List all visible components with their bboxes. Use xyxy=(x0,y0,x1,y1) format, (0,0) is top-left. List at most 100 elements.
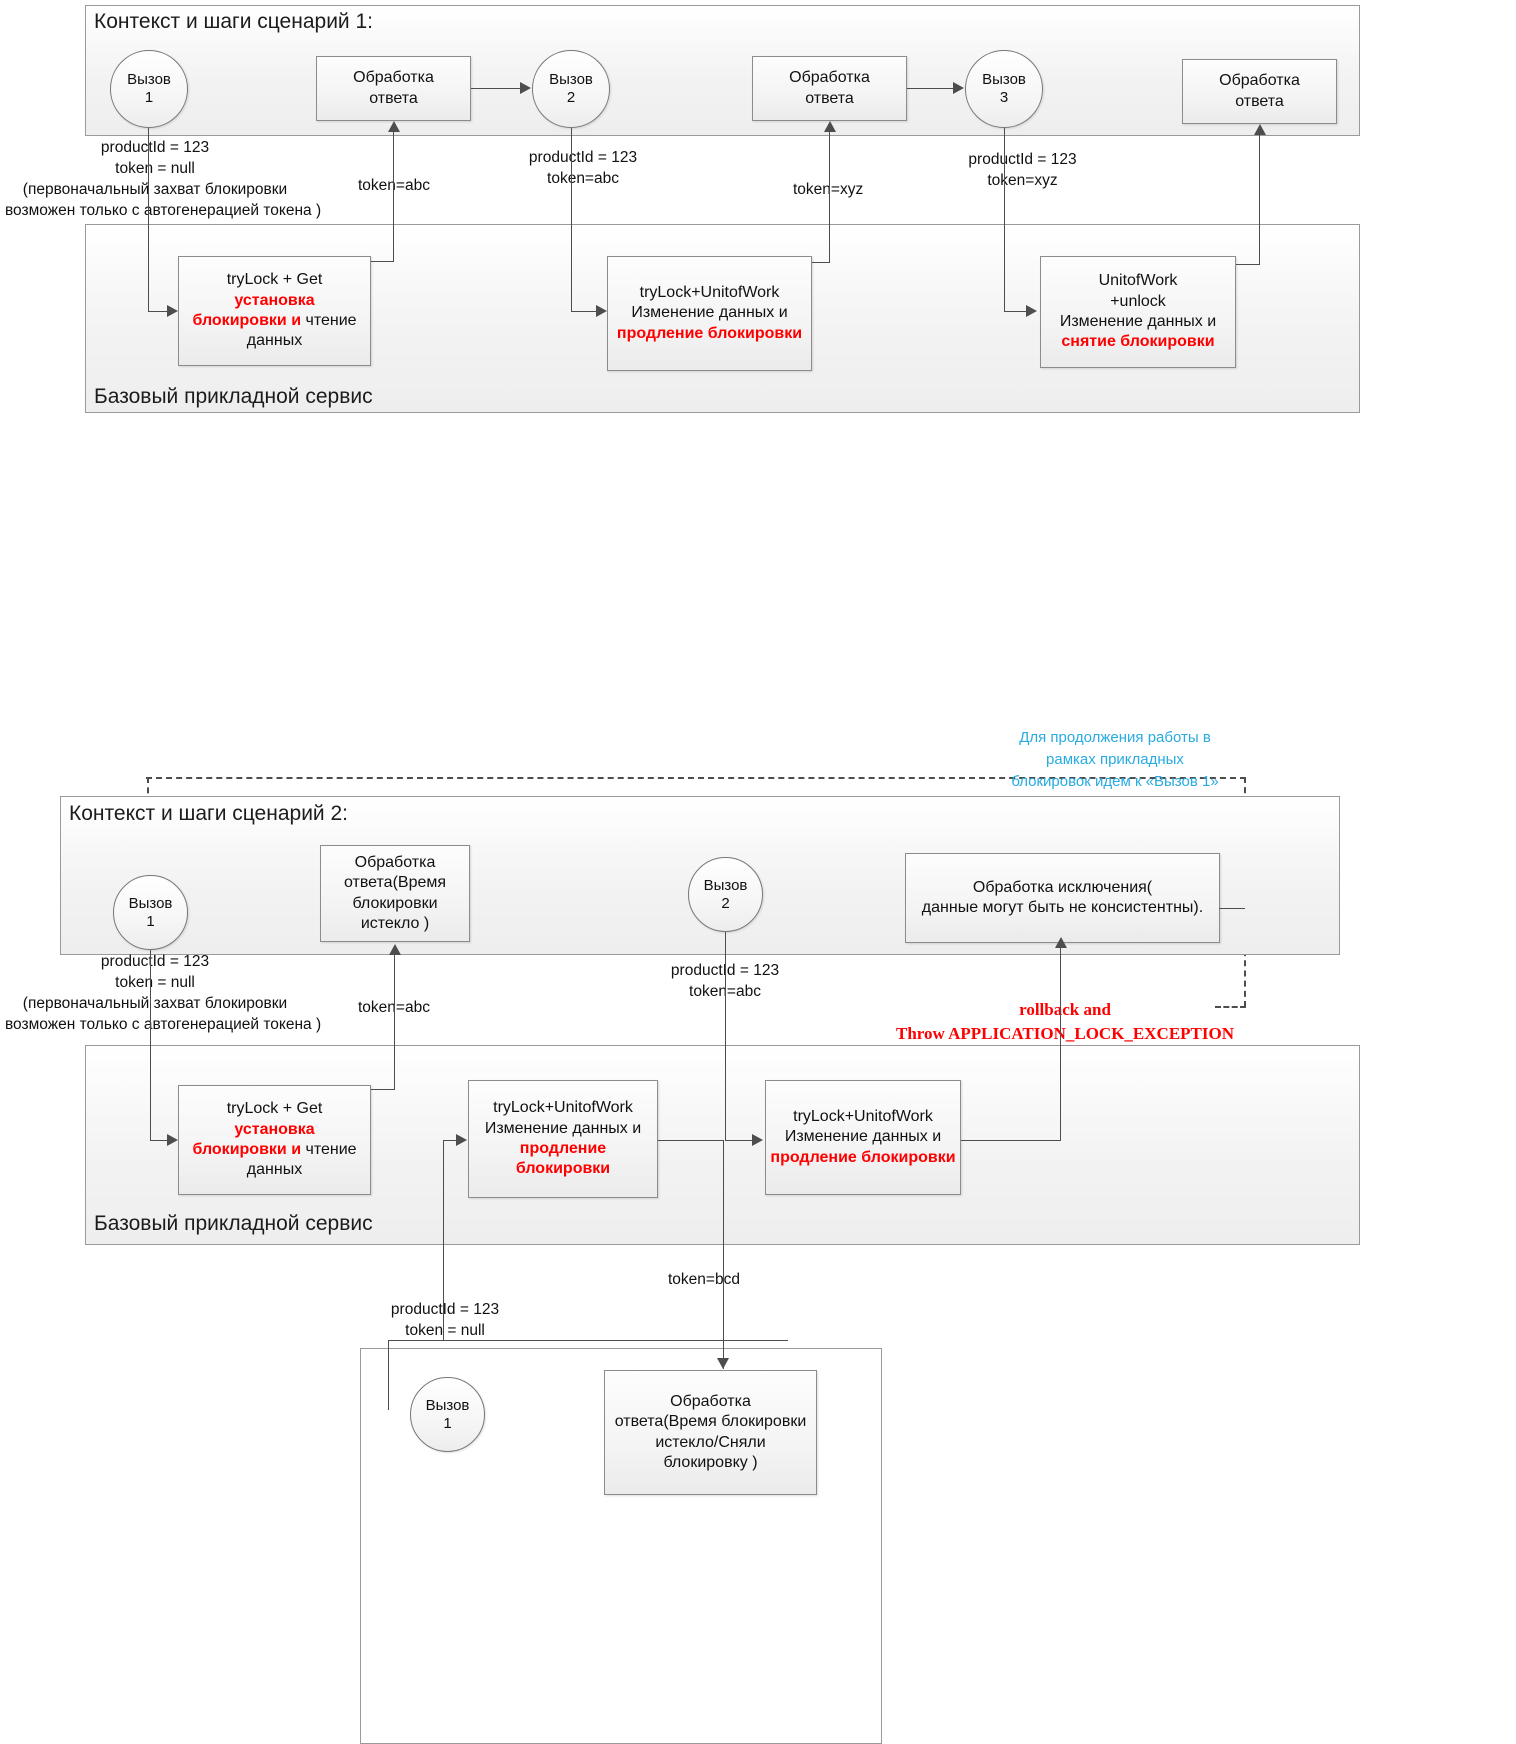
service-line4: снятие блокировки xyxy=(1061,333,1215,351)
scenario2-rollback-note: rollback and Throw APPLICATION_LOCK_EXCE… xyxy=(855,998,1275,1046)
s1-edge-call2-to-box2-h xyxy=(571,311,597,312)
s1-edge-call3-to-box3-v xyxy=(1004,128,1005,311)
response-line1: Обработка xyxy=(789,69,870,87)
service-line3-plain: чтение xyxy=(301,312,357,329)
s2-edge-box3-to-exception-v xyxy=(1060,948,1061,1141)
bottom-call-line1: productId = 123 xyxy=(390,1301,500,1318)
call2-line2: token=abc xyxy=(547,169,619,187)
scenario1-response-2[interactable]: Обработка ответа xyxy=(752,56,907,121)
s2-edge-bottom-call-left-h xyxy=(388,1340,443,1341)
call2-line1: productId = 123 xyxy=(528,149,638,166)
s2-edge-bottom-call-left-v xyxy=(388,1340,389,1410)
scenario2-service-title: Базовый прикладной сервис xyxy=(94,1212,373,1235)
s1-edge-box1-to-resp1-v xyxy=(393,132,394,262)
response-line1: Обработка xyxy=(353,69,434,87)
params-line2: token = null xyxy=(115,159,195,177)
scenario2-exception-box[interactable]: Обработка исключения( данные могут быть … xyxy=(905,853,1220,943)
s2-edge-bottom-call-h xyxy=(443,1340,788,1341)
call-label-line2: 1 xyxy=(146,912,155,930)
scenario1-service-box-1[interactable]: tryLock + Get установка блокировки и чте… xyxy=(178,256,371,366)
response-line4: блокировку ) xyxy=(663,1453,758,1471)
exception-line1: Обработка исключения( xyxy=(972,878,1153,896)
scenario1-service-box-2[interactable]: tryLock+UnitofWork Изменение данных и пр… xyxy=(607,256,812,371)
s1-arrow-resp2-to-call3 xyxy=(953,82,964,94)
call-label-line2: 1 xyxy=(443,1414,452,1432)
s1-arrow-box1-to-resp1 xyxy=(388,121,400,132)
call-label-line1: Вызов xyxy=(982,71,1026,88)
service-line3: продление блокировки xyxy=(616,324,803,342)
scenario2-service-box-3[interactable]: tryLock+UnitofWork Изменение данных и пр… xyxy=(765,1080,961,1195)
scenario2-panel-title: Контекст и шаги сценарий 2: xyxy=(69,802,348,825)
params-line2: token = null xyxy=(115,973,195,991)
scenario1-call-2[interactable]: Вызов 2 xyxy=(532,50,610,128)
scenario1-label-resp2-token: token=xyz xyxy=(793,181,864,198)
s2-arrow-box2-to-bottom-response xyxy=(717,1358,729,1369)
scenario1-call-3[interactable]: Вызов 3 xyxy=(965,50,1043,128)
scenario2-call-1[interactable]: Вызов 1 xyxy=(113,875,188,950)
s2-edge-box2-out-h xyxy=(658,1140,724,1141)
s2-edge-exception-to-loop xyxy=(1219,908,1245,909)
exception-line2: данные могут быть не консистентны). xyxy=(921,899,1204,916)
service-line3: блокировки и чтение xyxy=(192,311,356,331)
s1-arrow-call1-to-box1 xyxy=(167,305,178,317)
service-line3-red: блокировки и xyxy=(192,1141,302,1158)
scenario2-service-box-2[interactable]: tryLock+UnitofWork Изменение данных и пр… xyxy=(468,1080,658,1198)
call3-line2: token=xyz xyxy=(987,171,1058,189)
scenario2-service-box-1[interactable]: tryLock + Get установка блокировки и чте… xyxy=(178,1085,371,1195)
loop-note-line3: блокировок идем к «Вызов 1» xyxy=(1011,772,1219,790)
scenario2-bottom-response[interactable]: Обработка ответа(Время блокировки истекл… xyxy=(604,1370,817,1495)
service-line3: продление xyxy=(519,1140,607,1157)
service-line3-plain: чтение xyxy=(301,1141,357,1158)
scenario1-call-1[interactable]: Вызов 1 xyxy=(110,50,188,128)
s1-edge-box3-to-resp3-v xyxy=(1259,135,1260,265)
loop-note-line1: Для продолжения работы в xyxy=(1019,729,1211,746)
s2-arrow-call2-to-box3 xyxy=(752,1134,763,1146)
response-line1: Обработка xyxy=(1219,72,1300,90)
service-line4: данных xyxy=(246,332,303,350)
call3-line1: productId = 123 xyxy=(968,151,1077,168)
scenario2-call1-params: productId = 123 token = null (первоначал… xyxy=(5,952,322,1036)
s1-edge-call1-to-box1-v xyxy=(148,128,149,311)
s2-loop-dashed-top xyxy=(146,777,1246,779)
call-label-line2: 3 xyxy=(999,89,1009,106)
s2-edge-call2-to-box3-v xyxy=(725,932,726,1140)
scenario1-call1-params: productId = 123 token = null (первоначал… xyxy=(5,138,322,222)
rollback-line2: Throw APPLICATION_LOCK_EXCEPTION xyxy=(896,1023,1234,1043)
scenario1-service-box-3[interactable]: UnitofWork +unlock Изменение данных и сн… xyxy=(1040,256,1236,368)
s2-arrow-call1-to-box1 xyxy=(167,1134,178,1146)
call-label-line2: 1 xyxy=(144,89,154,106)
service-line1: tryLock+UnitofWork xyxy=(639,283,780,301)
response-line1: Обработка xyxy=(354,853,436,871)
service-line3: Изменение данных и xyxy=(1059,313,1217,330)
scenario1-response-3[interactable]: Обработка ответа xyxy=(1182,59,1337,124)
params-line1: productId = 123 xyxy=(100,953,210,970)
scenario1-label-call2-params: productId = 123 token=abc xyxy=(493,148,673,190)
scenario2-bottom-call-1[interactable]: Вызов 1 xyxy=(410,1377,485,1452)
scenario1-response-1[interactable]: Обработка ответа xyxy=(316,56,471,121)
response-line1: Обработка xyxy=(670,1392,751,1410)
response-line3: блокировки xyxy=(352,894,438,912)
scenario2-call-2[interactable]: Вызов 2 xyxy=(688,857,763,932)
call-label-line2: 2 xyxy=(566,89,576,106)
scenario1-label-call3-params: productId = 123 token=xyz xyxy=(930,150,1115,192)
service-line2: +unlock xyxy=(1110,292,1166,310)
call-label-line1: Вызов xyxy=(128,894,173,912)
params-note2: возможен только с автогенерацией токена … xyxy=(5,201,322,219)
s2-edge-box1-to-box2-v xyxy=(443,1140,444,1340)
s1-edge-box2-to-resp2-h xyxy=(812,262,830,263)
s1-arrow-box3-to-resp3 xyxy=(1254,124,1266,135)
s1-edge-box1-to-resp1-h xyxy=(371,261,394,262)
params-line1: productId = 123 xyxy=(100,139,210,156)
s2-edge-box1-to-box2-h xyxy=(443,1140,460,1141)
response-line2: ответа xyxy=(1235,92,1284,110)
scenario2-label-resp1-token: token=abc xyxy=(358,999,430,1016)
response-line2: ответа xyxy=(369,89,418,107)
scenario2-response-1[interactable]: Обработка ответа(Время блокировки истекл… xyxy=(320,845,470,942)
params-note2: возможен только с автогенерацией токена … xyxy=(5,1015,322,1033)
response-line3: истекло/Сняли xyxy=(655,1433,766,1451)
service-line1: tryLock + Get xyxy=(226,1100,323,1118)
s1-edge-box2-to-resp2-v xyxy=(829,132,830,263)
scenario1-context-panel xyxy=(85,5,1360,136)
s1-edge-box3-to-resp3-h xyxy=(1236,264,1260,265)
response-line2: ответа xyxy=(805,89,854,107)
